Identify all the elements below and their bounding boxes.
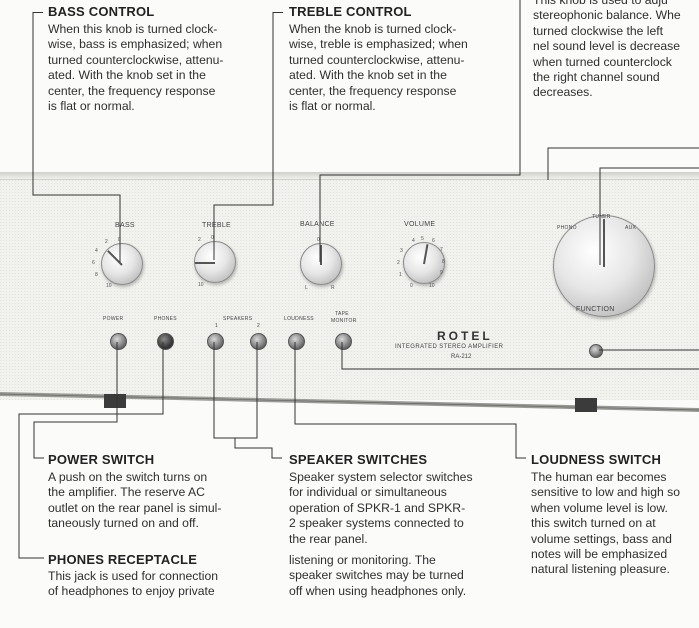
model-description: INTEGRATED STEREO AMPLIFIER: [395, 344, 504, 350]
text-line: nel sound level is decrease: [533, 39, 681, 54]
volume-knob[interactable]: [403, 242, 445, 284]
phones-receptacle-text-continued: listening or monitoring. The speaker swi…: [289, 553, 504, 599]
phones-label: PHONES: [154, 316, 177, 322]
text-line: of headphones to enjoy private: [48, 584, 215, 599]
power-label: POWER: [103, 316, 124, 322]
volume-scale-8: 8: [442, 259, 445, 265]
text-line: the rear panel.: [289, 531, 368, 546]
volume-scale-1: 1: [399, 272, 402, 278]
text-line: The human ear becomes: [531, 470, 667, 484]
text-line: sensitive to low and high so: [531, 485, 681, 500]
text-line: decreases.: [533, 85, 593, 100]
balance-scale-0: 0: [317, 237, 320, 243]
text-line: Speaker system selector switches: [289, 470, 473, 484]
volume-scale-5: 5: [421, 236, 424, 242]
loudness-switch-text: The human ear becomes sensitive to low a…: [531, 470, 699, 578]
selector-tuner: TUNER: [592, 214, 611, 220]
treble-leader-stub: [273, 12, 283, 13]
volume-scale-7: 7: [440, 247, 443, 253]
text-line: stereophonic balance. Whe: [533, 8, 681, 23]
pilot-lamp: [589, 344, 603, 358]
text-line: operation of SPKR-1 and SPKR-: [289, 500, 466, 515]
tape-monitor-button[interactable]: [335, 333, 352, 350]
bass-scale-8: 8: [95, 272, 98, 278]
text-line: speaker switches may be turned: [289, 568, 464, 583]
text-line: 2 speaker systems connected to: [289, 516, 464, 531]
text-line: listening or monitoring. The: [289, 553, 436, 567]
phones-receptacle-heading: PHONES RECEPTACLE: [48, 552, 198, 567]
volume-label: VOLUME: [404, 221, 436, 228]
treble-scale-10: 10: [198, 282, 204, 288]
speakers-label: SPEAKERS: [223, 316, 253, 322]
text-line: notes will be emphasized: [531, 547, 668, 562]
text-line: for individual or simultaneous: [289, 485, 447, 500]
text-line: volume settings, bass and: [531, 531, 672, 546]
text-line: A push on the switch turns on: [48, 470, 208, 484]
text-line: This jack is used for connection: [48, 569, 219, 583]
function-label: FUNCTION: [576, 306, 615, 313]
treble-scale-2: 2: [198, 237, 201, 243]
balance-scale-r: R: [331, 285, 335, 291]
bass-scale-2: 2: [105, 239, 108, 245]
text-line: outlet on the rear panel is simul-: [48, 500, 222, 515]
volume-scale-10: 10: [429, 283, 435, 289]
volume-scale-6: 6: [432, 238, 435, 244]
volume-scale-0: 0: [410, 283, 413, 289]
left-foot: [104, 394, 126, 408]
bass-scale-6: 6: [92, 260, 95, 266]
selector-phono: PHONO: [557, 225, 577, 231]
treble-scale-0: 0: [211, 235, 214, 241]
model-number: RA-212: [451, 354, 472, 360]
text-line: taneously turned on and off.: [48, 516, 199, 531]
bass-scale-10: 10: [106, 283, 112, 289]
speaker-1-label: 1: [215, 323, 219, 329]
text-line: this switch turned on at: [531, 516, 656, 531]
balance-label: BALANCE: [300, 221, 335, 228]
speaker-2-button[interactable]: [250, 333, 267, 350]
loudness-button[interactable]: [288, 333, 305, 350]
selector-aux: AUX: [625, 225, 637, 231]
speaker-switches-text: Speaker system selector switches for ind…: [289, 470, 509, 547]
bass-scale-0: 0: [118, 237, 121, 243]
brand-logo: ROTEL: [437, 329, 493, 343]
balance-scale-l: L: [305, 285, 308, 291]
text-line: when volume level is low.: [531, 500, 668, 515]
right-foot: [575, 398, 597, 412]
text-line: off when using headphones only.: [289, 583, 467, 598]
text-line: the right channel sound: [533, 70, 660, 85]
power-switch-heading: POWER SWITCH: [48, 452, 155, 467]
treble-knob[interactable]: [194, 241, 236, 283]
volume-scale-3: 3: [400, 248, 403, 254]
bass-label: BASS: [115, 222, 135, 229]
volume-scale-9: 9: [440, 270, 443, 276]
loudness-switch-heading: LOUDNESS SWITCH: [531, 452, 662, 467]
tape-label: TAPE: [335, 311, 349, 317]
bass-scale-4: 4: [95, 248, 98, 254]
text-line: the amplifier. The reserve AC: [48, 485, 205, 500]
balance-control-text: This knob is used to adju stereophonic b…: [533, 0, 699, 101]
power-switch-text: A push on the switch turns on the amplif…: [48, 470, 256, 532]
monitor-label: MONITOR: [331, 318, 357, 324]
volume-scale-4: 4: [412, 238, 415, 244]
speaker-2-label: 2: [257, 323, 261, 329]
speaker-switches-heading: SPEAKER SWITCHES: [289, 452, 428, 467]
text-line: natural listening pleasure.: [531, 562, 670, 577]
text-line: when turned counterclock: [533, 54, 672, 69]
text-line: turned clockwise the left: [533, 23, 664, 38]
phones-jack[interactable]: [157, 333, 174, 350]
bass-knob[interactable]: [101, 243, 143, 285]
speaker-1-button[interactable]: [207, 333, 224, 350]
balance-knob[interactable]: [300, 243, 342, 285]
text-line: This knob is used to adju: [533, 0, 668, 7]
treble-label: TREBLE: [202, 222, 232, 229]
loudness-label: LOUDNESS: [284, 316, 314, 322]
power-button[interactable]: [110, 333, 127, 350]
phones-receptacle-text: This jack is used for connection of head…: [48, 569, 263, 600]
volume-scale-2: 2: [397, 260, 400, 266]
